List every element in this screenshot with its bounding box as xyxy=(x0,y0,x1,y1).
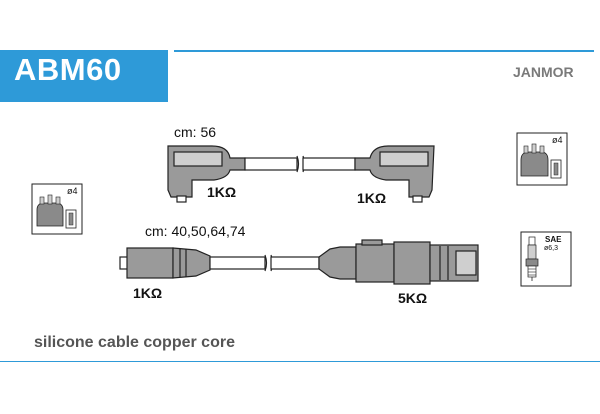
cable-1-resistance-left: 1KΩ xyxy=(207,184,237,200)
cable-1-left-terminal xyxy=(176,195,187,203)
distributor-left-diameter: ø4 xyxy=(67,186,78,196)
cable-2-resistance-left: 1KΩ xyxy=(133,285,163,301)
cable-2-right-boot-taper xyxy=(318,246,357,280)
cable-2 xyxy=(119,239,479,285)
cable-1 xyxy=(167,145,435,203)
cable-1-wire-left xyxy=(244,157,298,171)
cable-2-wire-right xyxy=(270,256,320,270)
spark-plug-icon xyxy=(520,231,572,287)
cable-2-left-boot xyxy=(126,247,174,279)
cable-2-resistance-right: 5KΩ xyxy=(398,290,428,306)
header-rule xyxy=(174,50,594,52)
spark-plug-diameter: ø6,3 xyxy=(544,245,559,252)
cable-1-right-terminal xyxy=(412,195,423,203)
cable-2-right-end-inner xyxy=(455,250,477,276)
cable-1-resistance-right: 1KΩ xyxy=(357,190,387,206)
cable-2-wire-left xyxy=(209,256,266,270)
cable-2-right-collar xyxy=(355,243,395,283)
cable-1-length-label: cm: 56 xyxy=(174,124,217,140)
product-code: ABM60 xyxy=(14,52,122,87)
cable-2-right-rib xyxy=(361,239,383,246)
footer-rule xyxy=(0,361,600,362)
cable-2-right-body xyxy=(393,241,431,285)
cable-1-right-boot-inner xyxy=(379,151,429,167)
distributor-cap-icon-right xyxy=(516,132,568,186)
cable-1-left-boot-inner xyxy=(173,151,223,167)
cable-2-left-boot-taper xyxy=(172,247,211,279)
cable-2-length-label: cm: 40,50,64,74 xyxy=(145,223,246,239)
distributor-cap-icon-left xyxy=(31,183,83,235)
spark-plug-standard: SAE xyxy=(545,235,562,244)
brand-name: JANMOR xyxy=(513,64,574,80)
cable-1-wire-right xyxy=(302,157,356,171)
footer-description: silicone cable copper core xyxy=(34,334,235,351)
distributor-right-diameter: ø4 xyxy=(552,135,563,145)
header-badge xyxy=(0,50,168,102)
